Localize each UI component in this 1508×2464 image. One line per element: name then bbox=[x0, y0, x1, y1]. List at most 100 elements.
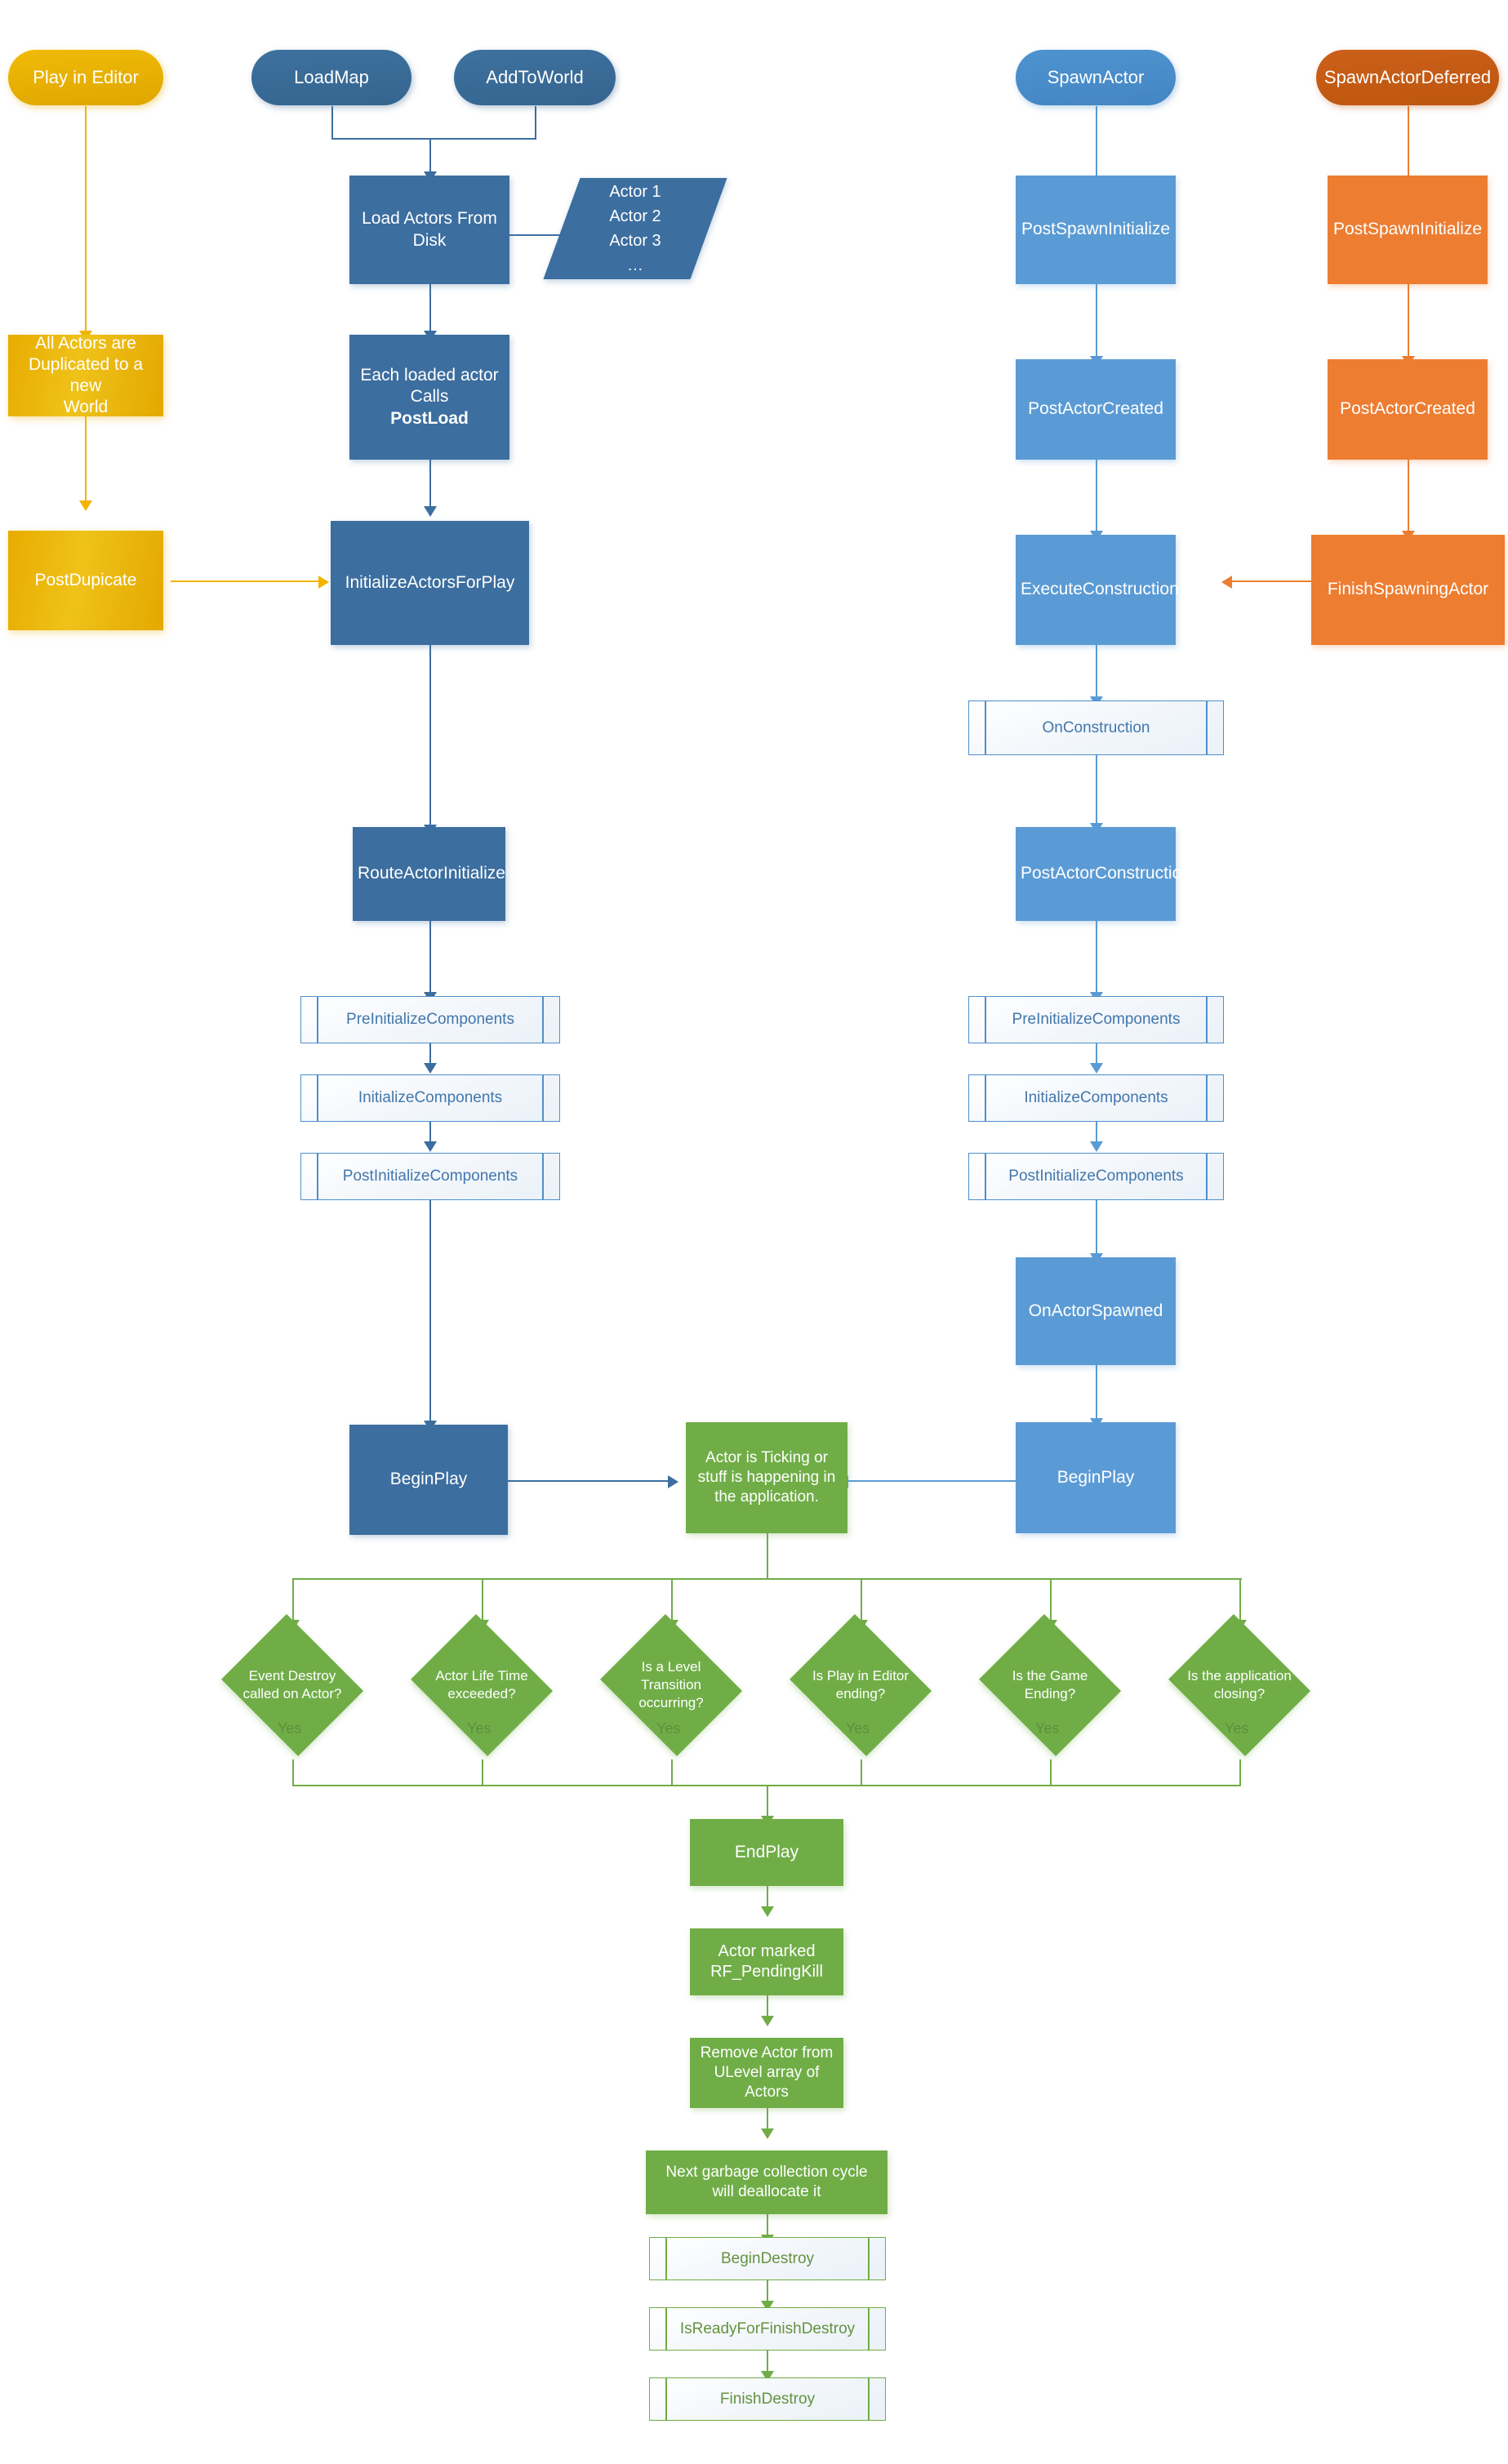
node-post-initialize-components-right[interactable]: PostInitializeComponents bbox=[968, 1153, 1224, 1200]
node-next-gc-cycle[interactable]: Next garbage collection cycle will deall… bbox=[646, 2150, 887, 2214]
connector-bus-decision-4 bbox=[861, 1578, 862, 1623]
node-end-play[interactable]: EndPlay bbox=[690, 1819, 843, 1886]
node-spawn-actor-deferred[interactable]: SpawnActorDeferred bbox=[1316, 50, 1499, 105]
subroutine-bar-left bbox=[317, 997, 318, 1043]
subroutine-bar-right bbox=[1206, 1075, 1208, 1121]
node-label: Actor is Ticking or stuff is happening i… bbox=[697, 1449, 836, 1506]
node-post-actor-construction[interactable]: PostActorConstruction bbox=[1016, 827, 1191, 921]
connector-ticking-bus bbox=[767, 1533, 768, 1579]
subroutine-bar-right bbox=[542, 1154, 544, 1199]
subroutine-bar-left bbox=[985, 1154, 986, 1199]
node-remove-actor-from-ulevel[interactable]: Remove Actor from ULevel array of Actors bbox=[690, 2038, 843, 2108]
node-label: PostSpawnInitialize bbox=[1332, 220, 1483, 239]
node-load-actors-from-disk[interactable]: Load Actors From Disk bbox=[349, 176, 509, 284]
node-label: PostSpawnInitialize bbox=[1021, 220, 1171, 239]
connector-postactorconstruction-preinit bbox=[1096, 921, 1097, 996]
node-execute-construction[interactable]: ExecuteConstruction bbox=[1016, 535, 1179, 645]
arrowhead bbox=[761, 2016, 774, 2026]
node-begin-play-left[interactable]: BeginPlay bbox=[349, 1425, 508, 1535]
arrowhead bbox=[424, 506, 437, 517]
connector-decision3-bottom bbox=[671, 1759, 673, 1786]
decision-application-closing[interactable]: Is the application closing? bbox=[1163, 1614, 1316, 1756]
subroutine-bar-right bbox=[868, 2238, 870, 2279]
decision-actor-life-time[interactable]: Actor Life Time exceeded? bbox=[405, 1614, 558, 1756]
decision-game-ending[interactable]: Is the Game Ending? bbox=[973, 1614, 1127, 1756]
subroutine-bar-right bbox=[1206, 701, 1208, 754]
decision-event-destroy[interactable]: Event Destroy called on Actor? bbox=[216, 1614, 369, 1756]
node-post-spawn-initialize-blue[interactable]: PostSpawnInitialize bbox=[1016, 176, 1176, 284]
node-finish-destroy[interactable]: FinishDestroy bbox=[649, 2377, 886, 2421]
subroutine-bar-left bbox=[665, 2378, 667, 2420]
node-all-actors-duplicated[interactable]: All Actors are Duplicated to a new World bbox=[8, 334, 163, 416]
arrowhead bbox=[1090, 1063, 1103, 1074]
connector-postspawninit-postactorcreated bbox=[1096, 284, 1097, 359]
node-label: PreInitializeComponents bbox=[346, 1011, 514, 1029]
node-actor-is-ticking[interactable]: Actor is Ticking or stuff is happening i… bbox=[686, 1422, 847, 1533]
node-label: Actor 1 Actor 2 Actor 3 … bbox=[609, 183, 661, 274]
connector-decision4-bottom bbox=[861, 1759, 862, 1786]
node-pre-initialize-components-left[interactable]: PreInitializeComponents bbox=[300, 996, 560, 1043]
connector-removeactor-nextgc bbox=[767, 2108, 768, 2131]
decision-yes-label-3: Yes bbox=[656, 1720, 681, 1737]
subroutine-bar-left bbox=[317, 1154, 318, 1199]
node-label: PostDupicate bbox=[34, 570, 137, 589]
arrowhead bbox=[761, 2128, 774, 2139]
node-post-duplicate[interactable]: PostDupicate bbox=[8, 531, 163, 630]
node-actor-marked-pendingkill[interactable]: Actor marked RF_PendingKill bbox=[690, 1928, 843, 1995]
node-initialize-actors-for-play[interactable]: InitializeActorsForPlay bbox=[331, 521, 529, 645]
node-label: Remove Actor from ULevel array of Actors bbox=[700, 2044, 834, 2101]
node-load-map[interactable]: LoadMap bbox=[251, 50, 411, 105]
node-is-ready-for-finish-destroy[interactable]: IsReadyForFinishDestroy bbox=[649, 2307, 886, 2351]
decision-play-in-editor-ending[interactable]: Is Play in Editor ending? bbox=[784, 1614, 937, 1756]
connector-actorlist-loadactors bbox=[506, 234, 573, 236]
node-label: SpawnActorDeferred bbox=[1323, 67, 1492, 88]
node-play-in-editor[interactable]: Play in Editor bbox=[8, 50, 163, 105]
node-label: InitializeActorsForPlay bbox=[345, 572, 515, 592]
node-on-construction[interactable]: OnConstruction bbox=[968, 701, 1224, 755]
node-begin-play-right[interactable]: BeginPlay bbox=[1016, 1422, 1176, 1533]
node-on-actor-spawned[interactable]: OnActorSpawned bbox=[1016, 1257, 1176, 1365]
connector-bus-decision-3 bbox=[671, 1578, 673, 1623]
node-spawn-actor[interactable]: SpawnActor bbox=[1016, 50, 1176, 105]
connector-postduplicate-initializeactors bbox=[171, 580, 321, 582]
node-post-spawn-initialize-orange[interactable]: PostSpawnInitialize bbox=[1328, 176, 1488, 284]
connector-executeconstruction-onconstruction bbox=[1096, 645, 1097, 701]
node-actor-list[interactable]: Actor 1 Actor 2 Actor 3 … bbox=[543, 178, 727, 279]
decision-label: Is the Game Ending? bbox=[1012, 1667, 1088, 1701]
connector-postspawninit-postactorcreated-orange bbox=[1408, 284, 1409, 359]
decision-label: Event Destroy called on Actor? bbox=[242, 1667, 342, 1701]
node-pre-initialize-components-right[interactable]: PreInitializeComponents bbox=[968, 996, 1224, 1043]
node-finish-spawning-actor[interactable]: FinishSpawningActor bbox=[1311, 535, 1505, 645]
arrowhead bbox=[318, 576, 329, 589]
subroutine-bar-left bbox=[665, 2308, 667, 2350]
connector-postactorcreated-finishspawning bbox=[1408, 460, 1409, 535]
node-post-initialize-components-left[interactable]: PostInitializeComponents bbox=[300, 1153, 560, 1200]
decision-level-transition[interactable]: Is a Level Transition occurring? bbox=[594, 1614, 748, 1756]
connector-postinit-onactorspawned bbox=[1096, 1200, 1097, 1257]
node-label: SpawnActor bbox=[1047, 67, 1145, 88]
node-initialize-components-left[interactable]: InitializeComponents bbox=[300, 1074, 560, 1122]
node-each-loaded-actor[interactable]: Each loaded actor Calls PostLoad bbox=[349, 335, 509, 460]
connector-beginplayright-ticking bbox=[846, 1480, 1017, 1482]
decision-label: Is the application closing? bbox=[1187, 1667, 1292, 1701]
node-label: Actor marked RF_PendingKill bbox=[710, 1942, 823, 1981]
arrowhead bbox=[1090, 1141, 1103, 1152]
connector-playineditor-allactors bbox=[85, 106, 87, 335]
connector-bus-decision-2 bbox=[482, 1578, 483, 1623]
arrowhead bbox=[761, 1906, 774, 1917]
arrowhead bbox=[79, 500, 92, 511]
node-add-to-world[interactable]: AddToWorld bbox=[454, 50, 616, 105]
node-label: InitializeComponents bbox=[1024, 1089, 1168, 1107]
node-route-actor-initialize[interactable]: RouteActorInitialize bbox=[353, 827, 505, 921]
connector-onconstruction-postactorconstruction bbox=[1096, 755, 1097, 827]
decision-label: Is a Level Transition occurring? bbox=[638, 1658, 704, 1711]
subroutine-bar-left bbox=[985, 1075, 986, 1121]
node-post-actor-created-blue[interactable]: PostActorCreated bbox=[1016, 359, 1176, 460]
arrowhead bbox=[424, 1141, 437, 1152]
node-label: Load Actors From Disk bbox=[362, 209, 497, 250]
node-initialize-components-right[interactable]: InitializeComponents bbox=[968, 1074, 1224, 1122]
node-label: PostInitializeComponents bbox=[342, 1168, 518, 1185]
connector-finishspawning-executeconstruction bbox=[1231, 580, 1326, 582]
node-begin-destroy[interactable]: BeginDestroy bbox=[649, 2237, 886, 2280]
node-post-actor-created-orange[interactable]: PostActorCreated bbox=[1328, 359, 1488, 460]
